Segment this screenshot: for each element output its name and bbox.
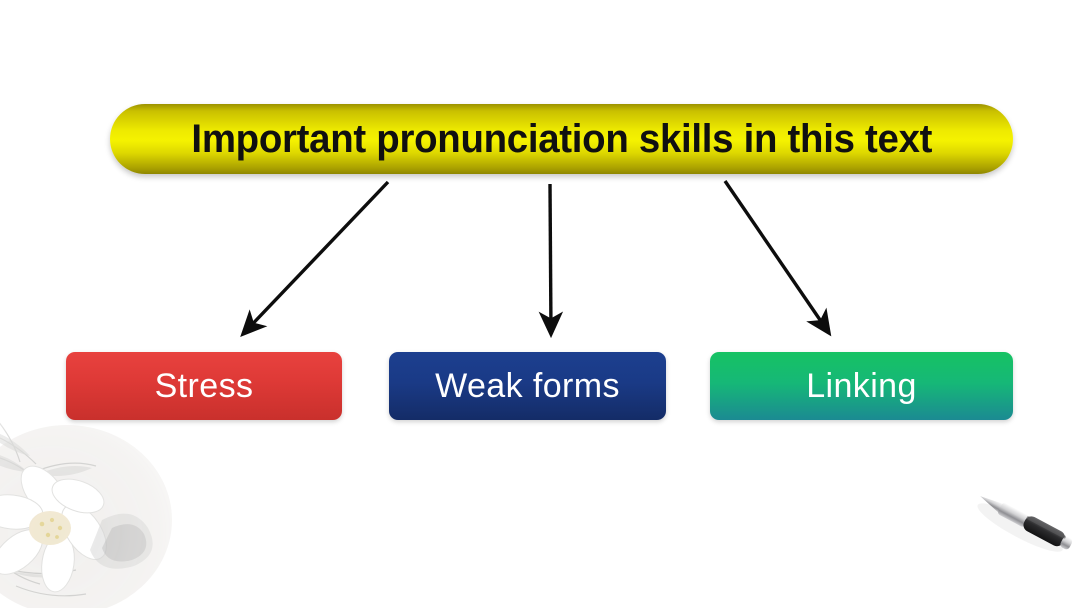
skill-label-stress: Stress [154, 366, 254, 405]
arrow-to-stress [240, 180, 390, 337]
skill-box-linking[interactable]: Linking [710, 352, 1013, 420]
pen-icon [977, 496, 1073, 552]
skill-box-stress[interactable]: Stress [66, 352, 342, 420]
skill-label-weak-forms: Weak forms [435, 366, 620, 405]
skill-label-linking: Linking [806, 366, 917, 405]
flower-watermark-icon [0, 422, 172, 608]
arrow-to-linking [723, 180, 832, 337]
arrow-to-weak-forms [538, 183, 564, 339]
page-title: Important pronunciation skills in this t… [191, 116, 932, 161]
title-banner: Important pronunciation skills in this t… [110, 104, 1013, 174]
skill-box-weak-forms[interactable]: Weak forms [389, 352, 666, 420]
